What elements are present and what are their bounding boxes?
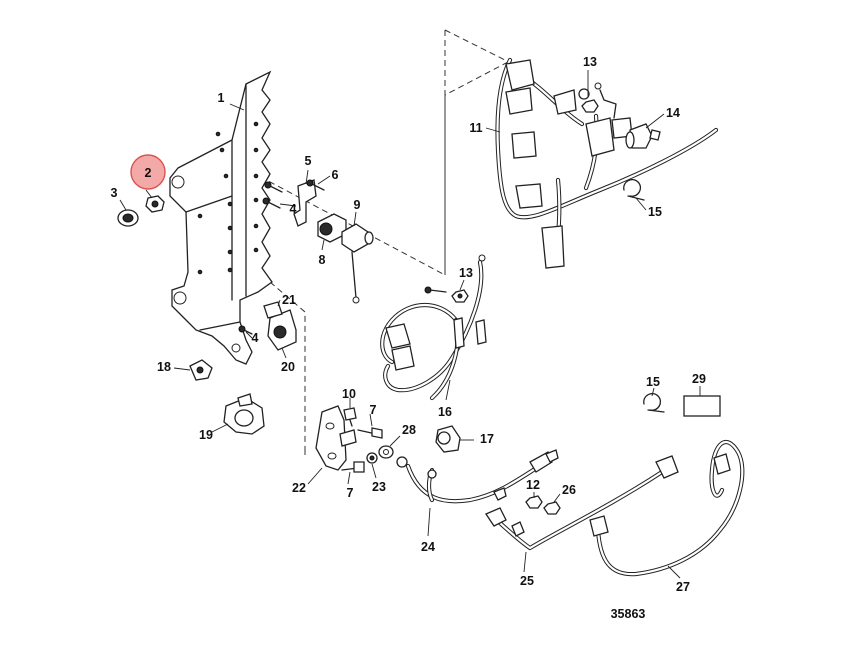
clamp-part-15-lower — [643, 392, 665, 413]
callout-8[interactable]: 8 — [319, 253, 326, 267]
callout-24[interactable]: 24 — [421, 540, 435, 554]
callout-15-upper[interactable]: 15 — [648, 205, 662, 219]
callout-9[interactable]: 9 — [354, 198, 361, 212]
callout-1[interactable]: 1 — [218, 91, 225, 105]
nut-part-13-mid — [424, 286, 469, 303]
nut-part-12 — [525, 495, 543, 509]
callout-21[interactable]: 21 — [282, 293, 296, 307]
screw-part-6 — [306, 179, 325, 191]
callout-18[interactable]: 18 — [157, 360, 171, 374]
bolt-part-7-lower — [341, 461, 365, 473]
callout-7-upper[interactable]: 7 — [370, 403, 377, 417]
callout-15-lower[interactable]: 15 — [646, 375, 660, 389]
callout-19[interactable]: 19 — [199, 428, 213, 442]
callout-7-lower[interactable]: 7 — [347, 486, 354, 500]
callout-27[interactable]: 27 — [676, 580, 690, 594]
washer-part-23 — [366, 452, 378, 464]
grommet-part-3 — [117, 209, 139, 227]
connector-cap-part-14 — [625, 123, 661, 149]
callout-26[interactable]: 26 — [562, 483, 576, 497]
label-box-part-29 — [683, 395, 721, 417]
engine-harness-part-11 — [495, 57, 719, 269]
callout-2[interactable]: 2 — [145, 166, 152, 180]
clip-part-21 — [263, 301, 283, 319]
bolt-part-7-upper — [357, 427, 383, 439]
boot-part-17 — [435, 425, 461, 453]
callout-17[interactable]: 17 — [480, 432, 494, 446]
sensor-part-9 — [341, 223, 374, 304]
nut-part-2 — [145, 195, 165, 213]
callout-13-mid[interactable]: 13 — [459, 266, 473, 280]
highlight-circle — [130, 154, 166, 190]
callout-20[interactable]: 20 — [281, 360, 295, 374]
callout-28[interactable]: 28 — [402, 423, 416, 437]
callout-16[interactable]: 16 — [438, 405, 452, 419]
callout-11[interactable]: 11 — [469, 121, 482, 135]
callout-29[interactable]: 29 — [692, 372, 706, 386]
callout-4-lower[interactable]: 4 — [252, 331, 259, 345]
callout-4-upper[interactable]: 4 — [290, 202, 297, 216]
leader-lines — [119, 70, 701, 579]
breaker-part-20 — [267, 309, 297, 351]
clip-nut-part-18 — [189, 359, 213, 381]
callout-numbers: 1 2 3 4 4 5 6 7 7 8 9 10 11 12 13 13 14 … — [111, 55, 706, 594]
cable-clamp-part-19 — [223, 393, 265, 435]
nut-part-26 — [543, 501, 561, 515]
callout-10[interactable]: 10 — [342, 387, 356, 401]
callout-5[interactable]: 5 — [305, 154, 312, 168]
sub-harness-part-16 — [380, 254, 487, 401]
relay-clip-part-5 — [293, 179, 317, 227]
harness-part-27 — [589, 439, 745, 577]
callout-6[interactable]: 6 — [332, 168, 339, 182]
lead-part-25 — [485, 455, 679, 551]
callout-3[interactable]: 3 — [111, 186, 118, 200]
callout-23[interactable]: 23 — [372, 480, 386, 494]
screws-part-4 — [238, 181, 283, 335]
relay-part-8 — [317, 213, 347, 243]
callout-14[interactable]: 14 — [666, 106, 680, 120]
washer-part-28 — [378, 445, 394, 459]
cable-part-24 — [396, 449, 559, 504]
terminal-block-part-22 — [315, 405, 357, 471]
callout-25[interactable]: 25 — [520, 574, 534, 588]
callout-12[interactable]: 12 — [526, 478, 540, 492]
screw-part-10 — [343, 407, 357, 427]
callout-22[interactable]: 22 — [292, 481, 306, 495]
mounting-bracket — [169, 70, 273, 365]
clamp-part-15-top — [623, 178, 645, 201]
drawing-number: 35863 — [611, 607, 646, 621]
nut-part-13-top — [581, 99, 599, 113]
callout-13-top[interactable]: 13 — [583, 55, 597, 69]
assembly-dash-lines — [224, 29, 526, 455]
